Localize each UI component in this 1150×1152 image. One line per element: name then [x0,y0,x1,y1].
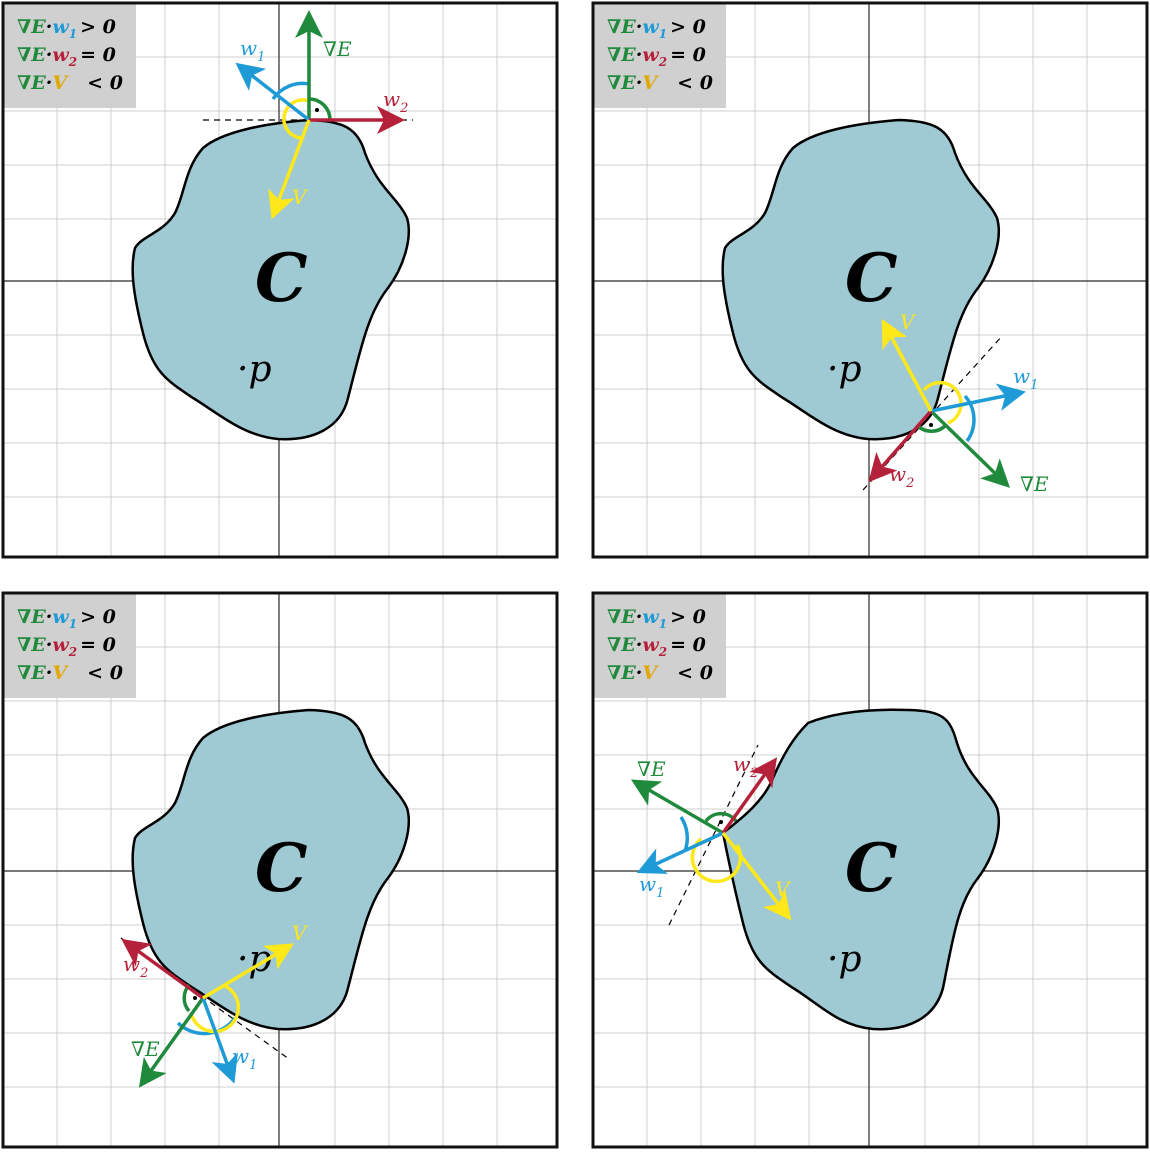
grad-label: ∇E [131,1037,160,1061]
legend-row-3: ∇E·V< 0 [17,662,123,684]
w2-arrow [721,757,778,835]
w2-label: w2 [123,952,148,981]
region-label: C [845,239,898,317]
legend-box: ∇E·w1> 0 ∇E·w2= 0 ∇E·V< 0 [593,593,726,698]
v-arrow [881,318,933,412]
legend-row-1: ∇E·w1> 0 [17,16,116,41]
panel-frame [591,1,1149,559]
legend-box: ∇E·w1> 0 ∇E·w2= 0 ∇E·V< 0 [3,593,136,698]
panel-top-left: C ·p ∇E w1 w2 V ∇E·w1> 0 ∇E·w2= 0 ∇E·V< … [1,1,559,559]
w1-label: w1 [639,872,664,901]
legend-row-3: ∇E·V< 0 [607,662,713,684]
legend-box: ∇E·w1> 0 ∇E·w2= 0 ∇E·V< 0 [3,3,136,108]
v-label: V [900,310,917,334]
grad-label: ∇E [1020,472,1049,496]
point-label: ·p [237,349,272,390]
v-label: V [292,921,309,945]
w2-arrow [868,409,933,483]
legend-row-3: ∇E·V< 0 [607,72,713,94]
grad-label: ∇E [637,757,666,781]
w1-angle-arc [679,816,690,852]
legend-row-1: ∇E·w1> 0 [17,606,116,631]
grad-arrow [138,996,205,1088]
legend-row-1: ∇E·w1> 0 [607,606,706,631]
region-shape [131,118,410,441]
right-angle-dot [193,996,197,1000]
vector-group: ∇E w1 w2 V [120,921,309,1088]
w2-label: w2 [889,462,914,491]
panel-bottom-right: C ·p ∇E w1 w2 V ∇E·w1> 0 ∇E·w2= 0 ∇E·V< … [591,591,1149,1149]
right-angle-dot [929,423,933,427]
v-label: V [775,877,792,901]
v-angle-arc [690,837,743,884]
panel-frame [1,591,559,1149]
legend-row-2: ∇E·w2= 0 [607,634,706,659]
region-label: C [255,829,308,907]
point-label: ·p [827,939,862,980]
panel-frame [1,1,559,559]
legend-row-2: ∇E·w2= 0 [17,634,116,659]
right-angle-arc [308,97,332,121]
v-arrow [268,119,311,220]
panel-frame [591,591,1149,1149]
legend-row-3: ∇E·V< 0 [17,72,123,94]
w1-arrow [930,383,1026,413]
w1-label: w1 [232,1044,257,1073]
point-label: ·p [827,349,862,390]
grad-label: ∇E [323,37,352,61]
right-angle-dot [719,820,723,824]
legend-row-2: ∇E·w2= 0 [17,44,116,69]
w1-arrow [636,831,724,874]
legend-row-1: ∇E·w1> 0 [607,16,706,41]
legend-box: ∇E·w1> 0 ∇E·w2= 0 ∇E·V< 0 [593,3,726,108]
legend-row-2: ∇E·w2= 0 [607,44,706,69]
panel-top-right: C ·p ∇E w1 w2 V ∇E·w1> 0 ∇E·w2= 0 ∇E·V< … [591,1,1149,559]
panel-bottom-left: C ·p ∇E w1 w2 V ∇E·w1> 0 ∇E·w2= 0 ∇E·V< … [1,591,559,1149]
region-label: C [845,829,898,907]
v-angle-arc [922,380,963,425]
w1-angle-arc [963,394,976,443]
v-arrow [721,831,792,921]
w2-label: w2 [733,752,758,781]
w1-label: w1 [240,36,265,65]
v-angle-arc [189,984,241,1034]
vector-group: ∇E w1 w2 V [862,310,1049,496]
grad-arrow [630,779,724,835]
w1-arrow [201,997,238,1084]
v-angle-arc [282,98,310,140]
vector-group: ∇E w1 w2 V [203,10,413,220]
tangent-line [668,744,759,926]
w2-arrow [121,938,205,1000]
region-shape [721,708,1000,1031]
w2-label: w2 [383,87,408,116]
v-arrow [202,943,295,1000]
right-angle-dot [315,108,319,112]
grad-arrow [929,409,1011,488]
w1-arrow [235,62,311,122]
region-shape [721,118,1000,441]
vector-group: ∇E w1 w2 V [630,744,792,926]
w1-label: w1 [1013,364,1038,393]
v-label: V [292,185,309,209]
region-label: C [255,239,308,317]
